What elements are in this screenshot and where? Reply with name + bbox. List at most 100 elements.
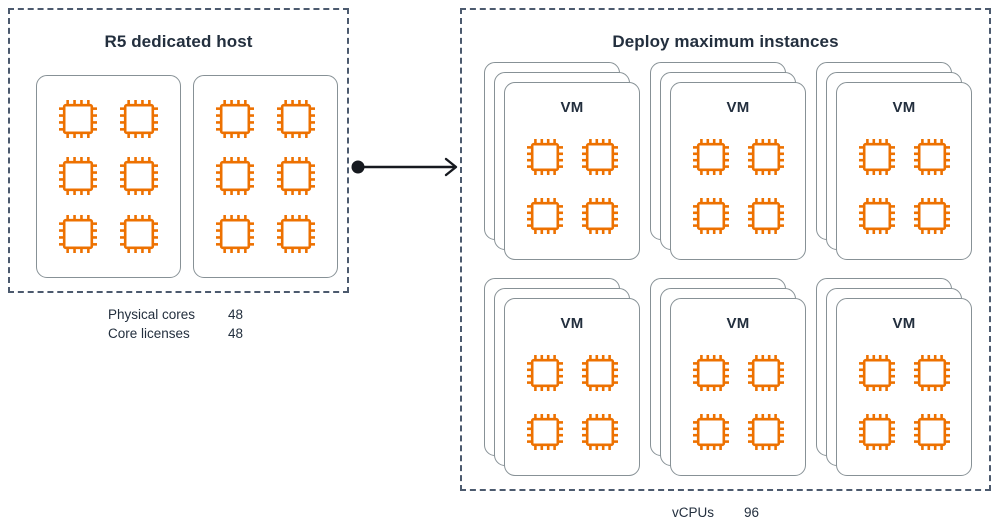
cpu-chip [747, 197, 785, 235]
cpu-chip [581, 138, 619, 176]
cpu-chip [58, 156, 98, 196]
vm-card-front[interactable]: VM [670, 298, 806, 476]
vm-instance-stack: VM [816, 278, 972, 476]
cpu-chip-icon [58, 215, 97, 254]
cpu-chip-icon [120, 157, 159, 196]
cpu-chip-icon [526, 197, 563, 234]
legend-key-physical-cores: Physical cores [108, 307, 196, 322]
cpu-chip [747, 138, 785, 176]
cpu-chip-icon [215, 157, 254, 196]
cpu-chip [692, 197, 730, 235]
cpu-chip-icon [858, 197, 895, 234]
cpu-chip [747, 354, 785, 392]
cpu-chip [276, 214, 316, 254]
cpu-chip [215, 99, 255, 139]
cpu-chip-icon [692, 138, 729, 175]
vm-card-chip-grid [671, 341, 805, 467]
cpu-chip-icon [277, 157, 316, 196]
cpu-chip-icon [581, 138, 618, 175]
cpu-chip-icon [215, 215, 254, 254]
cpu-chip [692, 413, 730, 451]
dedicated-host-group: R5 dedicated host [8, 8, 349, 293]
vm-card-label: VM [560, 315, 584, 332]
cpu-chip-icon [215, 99, 254, 138]
cpu-chip [119, 214, 159, 254]
vm-card-chip-grid [837, 341, 971, 467]
vm-card-label: VM [560, 99, 584, 116]
cpu-chip [858, 413, 896, 451]
cpu-chip-icon [747, 197, 784, 234]
page-title-deploy-instances: Deploy maximum instances [612, 32, 839, 51]
vm-instance-stack: VM [484, 62, 640, 260]
legend-row-core-licenses: Core licenses 48 [108, 324, 243, 343]
cpu-socket-left [36, 75, 181, 278]
cpu-chip [913, 138, 951, 176]
cpu-chip [526, 354, 564, 392]
cpu-chip-icon [913, 413, 950, 450]
cpu-chip-icon [913, 197, 950, 234]
cpu-chip-icon [858, 413, 895, 450]
cpu-chip-icon [858, 354, 895, 391]
cpu-chip [858, 354, 896, 392]
cpu-chip [526, 197, 564, 235]
cpu-chip-icon [277, 215, 316, 254]
arrow-start-dot [351, 160, 365, 174]
cpu-chip-icon [747, 413, 784, 450]
cpu-chip [276, 99, 316, 139]
cpu-chip [913, 354, 951, 392]
vm-instance-stack: VM [650, 278, 806, 476]
cpu-socket-right-grid [194, 76, 337, 277]
cpu-chip-icon [120, 99, 159, 138]
cpu-chip-icon [526, 354, 563, 391]
vcpu-legend: vCPUs 96 [672, 503, 759, 522]
cpu-chip-icon [913, 138, 950, 175]
cpu-chip-icon [526, 138, 563, 175]
legend-key-vcpus: vCPUs [672, 505, 715, 520]
cpu-chip [119, 99, 159, 139]
legend-row-vcpus: vCPUs 96 [672, 503, 759, 522]
vm-card-front[interactable]: VM [836, 298, 972, 476]
vm-instance-stack: VM [816, 62, 972, 260]
cpu-chip-icon [58, 157, 97, 196]
vm-card-chip-grid [505, 341, 639, 467]
cpu-socket-right [193, 75, 338, 278]
cpu-chip [581, 197, 619, 235]
vm-card-front[interactable]: VM [504, 298, 640, 476]
vm-card-label: VM [726, 315, 750, 332]
cpu-socket-left-grid [37, 76, 180, 277]
cpu-chip-icon [913, 354, 950, 391]
cpu-chip [119, 156, 159, 196]
legend-key-core-licenses: Core licenses [108, 326, 190, 341]
cpu-chip-icon [120, 215, 159, 254]
page-title-dedicated-host: R5 dedicated host [104, 32, 253, 51]
vm-card-label: VM [892, 99, 916, 116]
cpu-chip [276, 156, 316, 196]
cpu-chip [692, 138, 730, 176]
cpu-chip [581, 413, 619, 451]
flow-arrow-svg [351, 157, 458, 177]
vm-card-label: VM [892, 315, 916, 332]
cpu-chip [858, 138, 896, 176]
cpu-chip [692, 354, 730, 392]
arrowhead-icon [444, 157, 458, 177]
vm-card-front[interactable]: VM [836, 82, 972, 260]
cpu-chip-icon [692, 197, 729, 234]
cpu-chip-icon [747, 354, 784, 391]
vm-card-chip-grid [837, 125, 971, 251]
cpu-chip-icon [526, 413, 563, 450]
cpu-chip-icon [692, 413, 729, 450]
cpu-chip [581, 354, 619, 392]
cpu-chip [913, 197, 951, 235]
vm-card-front[interactable]: VM [670, 82, 806, 260]
cpu-chip [858, 197, 896, 235]
vm-card-label: VM [726, 99, 750, 116]
cpu-chip [58, 99, 98, 139]
cpu-chip-icon [581, 354, 618, 391]
vm-card-front[interactable]: VM [504, 82, 640, 260]
cpu-chip-icon [277, 99, 316, 138]
cpu-chip-icon [858, 138, 895, 175]
cpu-chip [215, 214, 255, 254]
cpu-chip-icon [58, 99, 97, 138]
cpu-chip [526, 138, 564, 176]
cpu-chip [526, 413, 564, 451]
